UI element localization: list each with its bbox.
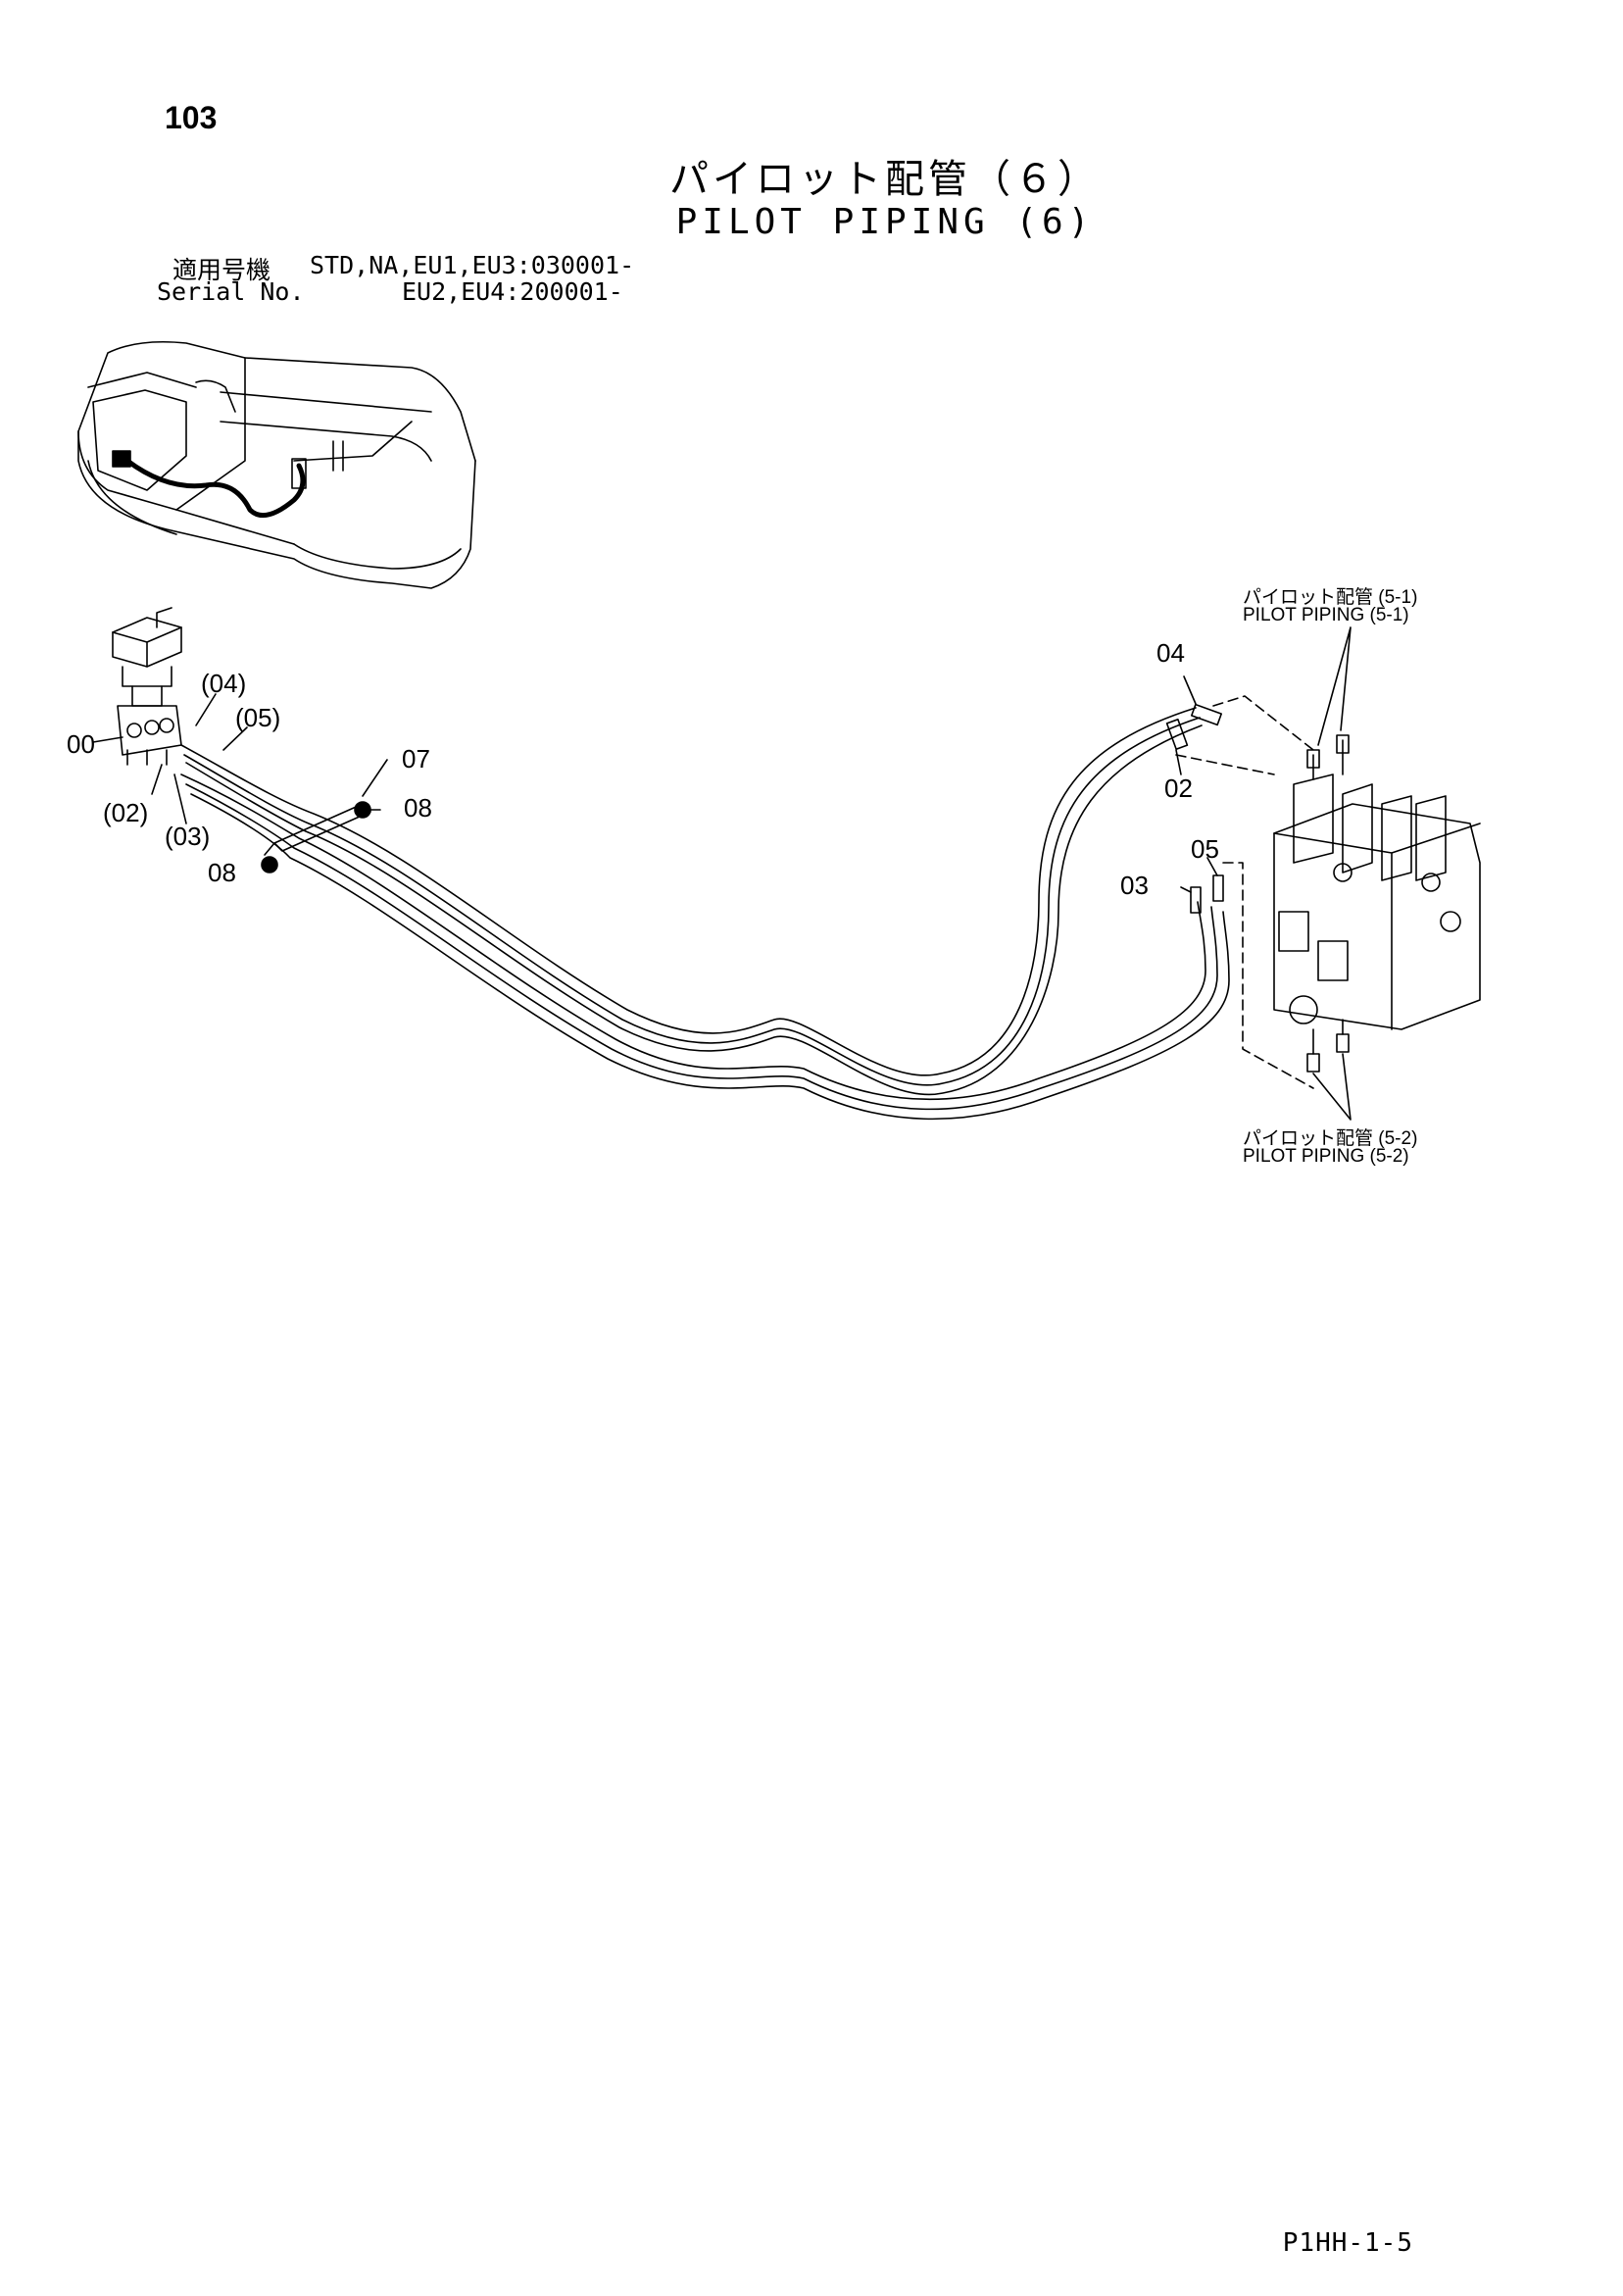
control-valve-illustration xyxy=(1273,734,1481,1073)
serial-line-2: EU2,EU4:200001- xyxy=(402,277,623,306)
callout-05-parenthesized: (05) xyxy=(235,703,280,732)
callout-05: 05 xyxy=(1191,834,1219,864)
reference-upper-en: PILOT PIPING (5-1) xyxy=(1243,605,1409,625)
callout-02: 02 xyxy=(1164,774,1193,803)
callout-04-parenthesized: (04) xyxy=(201,669,246,698)
callout-00: 00 xyxy=(67,729,95,759)
reference-lower-en: PILOT PIPING (5-2) xyxy=(1243,1146,1409,1167)
callout-07: 07 xyxy=(402,744,430,774)
title-english: PILOT PIPING (6) xyxy=(675,202,1095,242)
callout-02-parenthesized: (02) xyxy=(103,798,148,827)
callout-03-parenthesized: (03) xyxy=(165,822,210,851)
callout-08-upper: 08 xyxy=(404,793,432,823)
callout-08-lower: 08 xyxy=(208,858,236,887)
callout-04: 04 xyxy=(1156,638,1185,668)
serial-label-en: Serial No. xyxy=(157,277,305,306)
reference-lower-jp: パイロット配管 (5-2) xyxy=(1243,1128,1418,1149)
title-japanese: パイロット配管（６） xyxy=(669,157,1101,202)
callout-03: 03 xyxy=(1120,871,1149,900)
reference-upper-jp: パイロット配管 (5-1) xyxy=(1243,587,1418,608)
serial-line-1: STD,NA,EU1,EU3:030001- xyxy=(310,251,635,279)
drawing-code: P1HH-1-5 xyxy=(1282,2228,1413,2258)
bolt-08-lower-illustration xyxy=(261,856,278,873)
serial-label-jp: 適用号機 xyxy=(172,256,271,284)
page-number: 103 xyxy=(165,100,218,135)
pilot-valve-illustration xyxy=(112,607,182,766)
excavator-overview-illustration xyxy=(77,340,476,589)
